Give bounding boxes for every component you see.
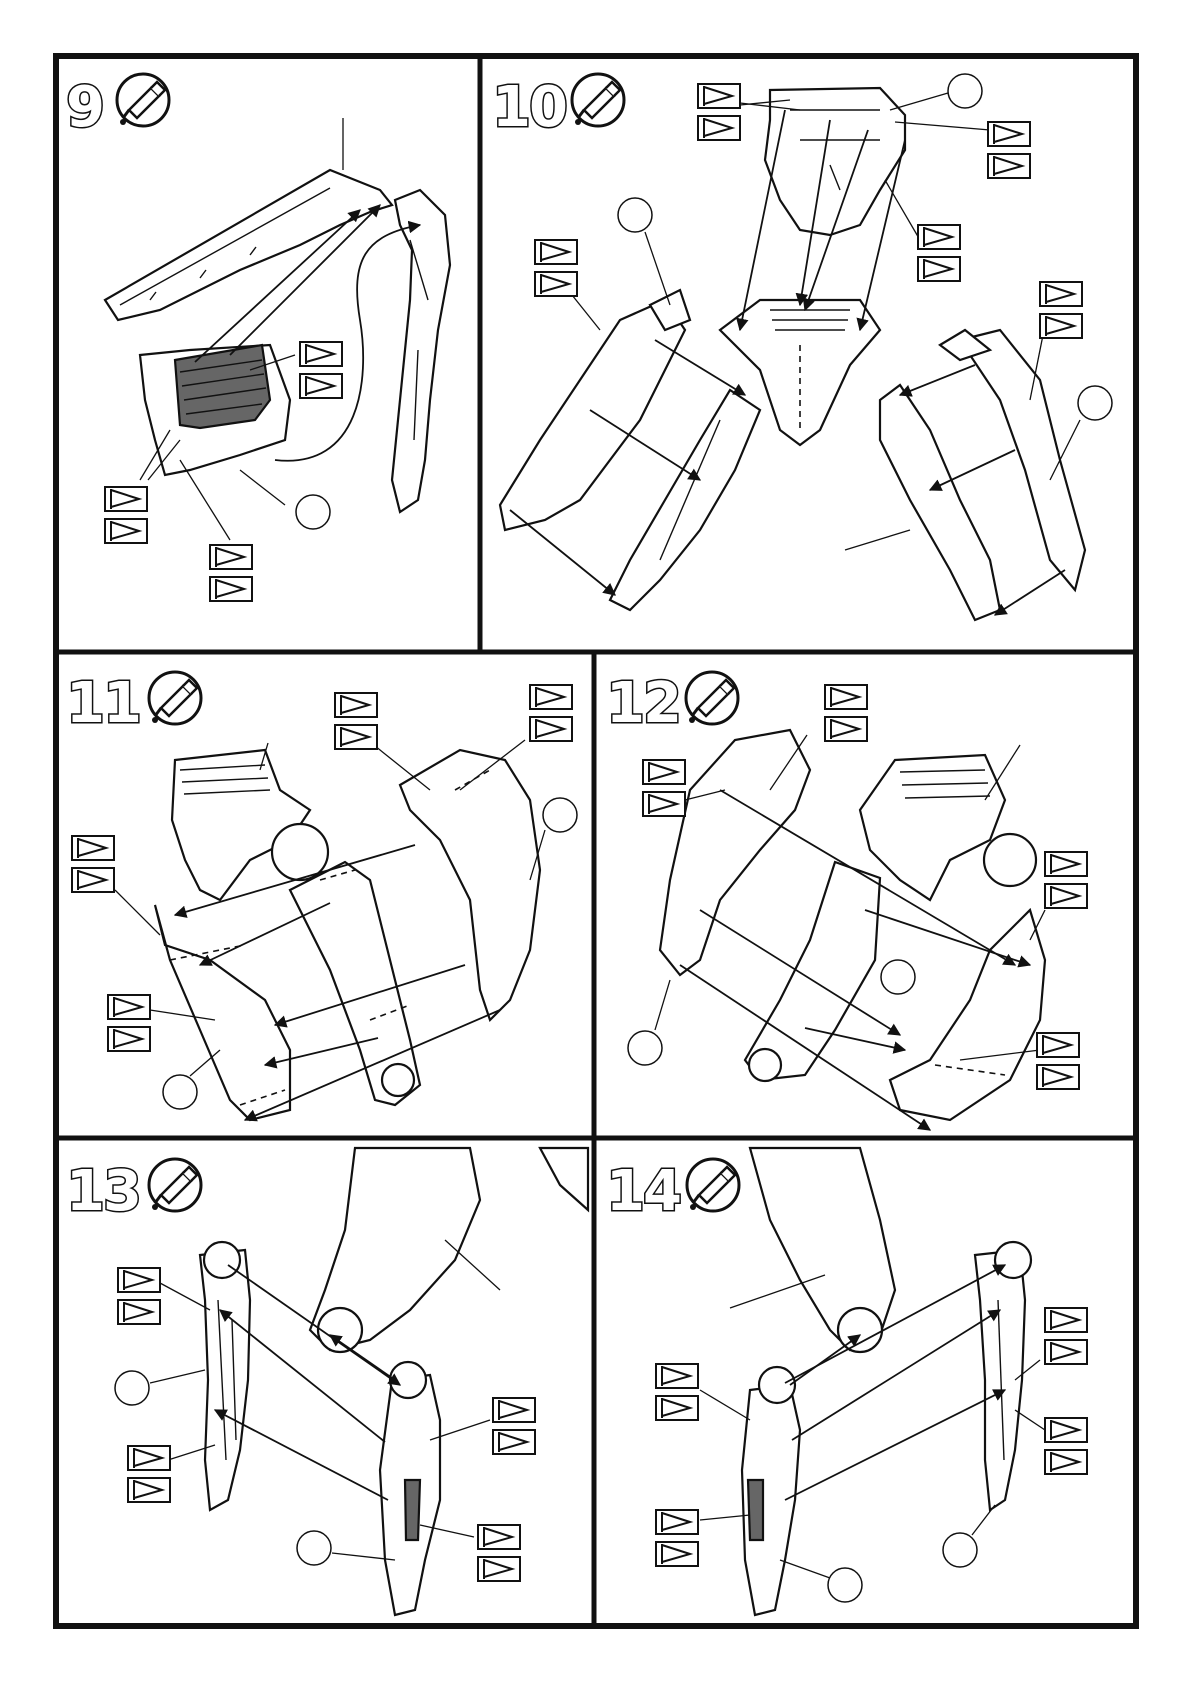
step-11-number: 11 [66,671,140,736]
step-9-panel: 9 [66,74,450,601]
step-9-number: 9 [66,75,103,140]
glue-tube-icon [686,672,738,724]
step-14-number: 14 [606,1159,680,1224]
glue-tube-icon [687,1159,739,1211]
glue-tube-icon [117,74,169,126]
step-14-panel: 14 [606,1148,1087,1615]
step-12-number: 12 [606,671,680,736]
glue-tube-icon [572,74,624,126]
step-13-panel: 13 [66,1148,588,1615]
step-13-number: 13 [66,1159,140,1224]
step-12-panel: 12 [606,671,1087,1130]
glue-tube-icon [149,1159,201,1211]
step-10-panel: 10 [492,74,1112,620]
step-10-number: 10 [492,75,566,140]
glue-tube-icon [149,672,201,724]
step-11-panel: 11 [66,671,577,1120]
